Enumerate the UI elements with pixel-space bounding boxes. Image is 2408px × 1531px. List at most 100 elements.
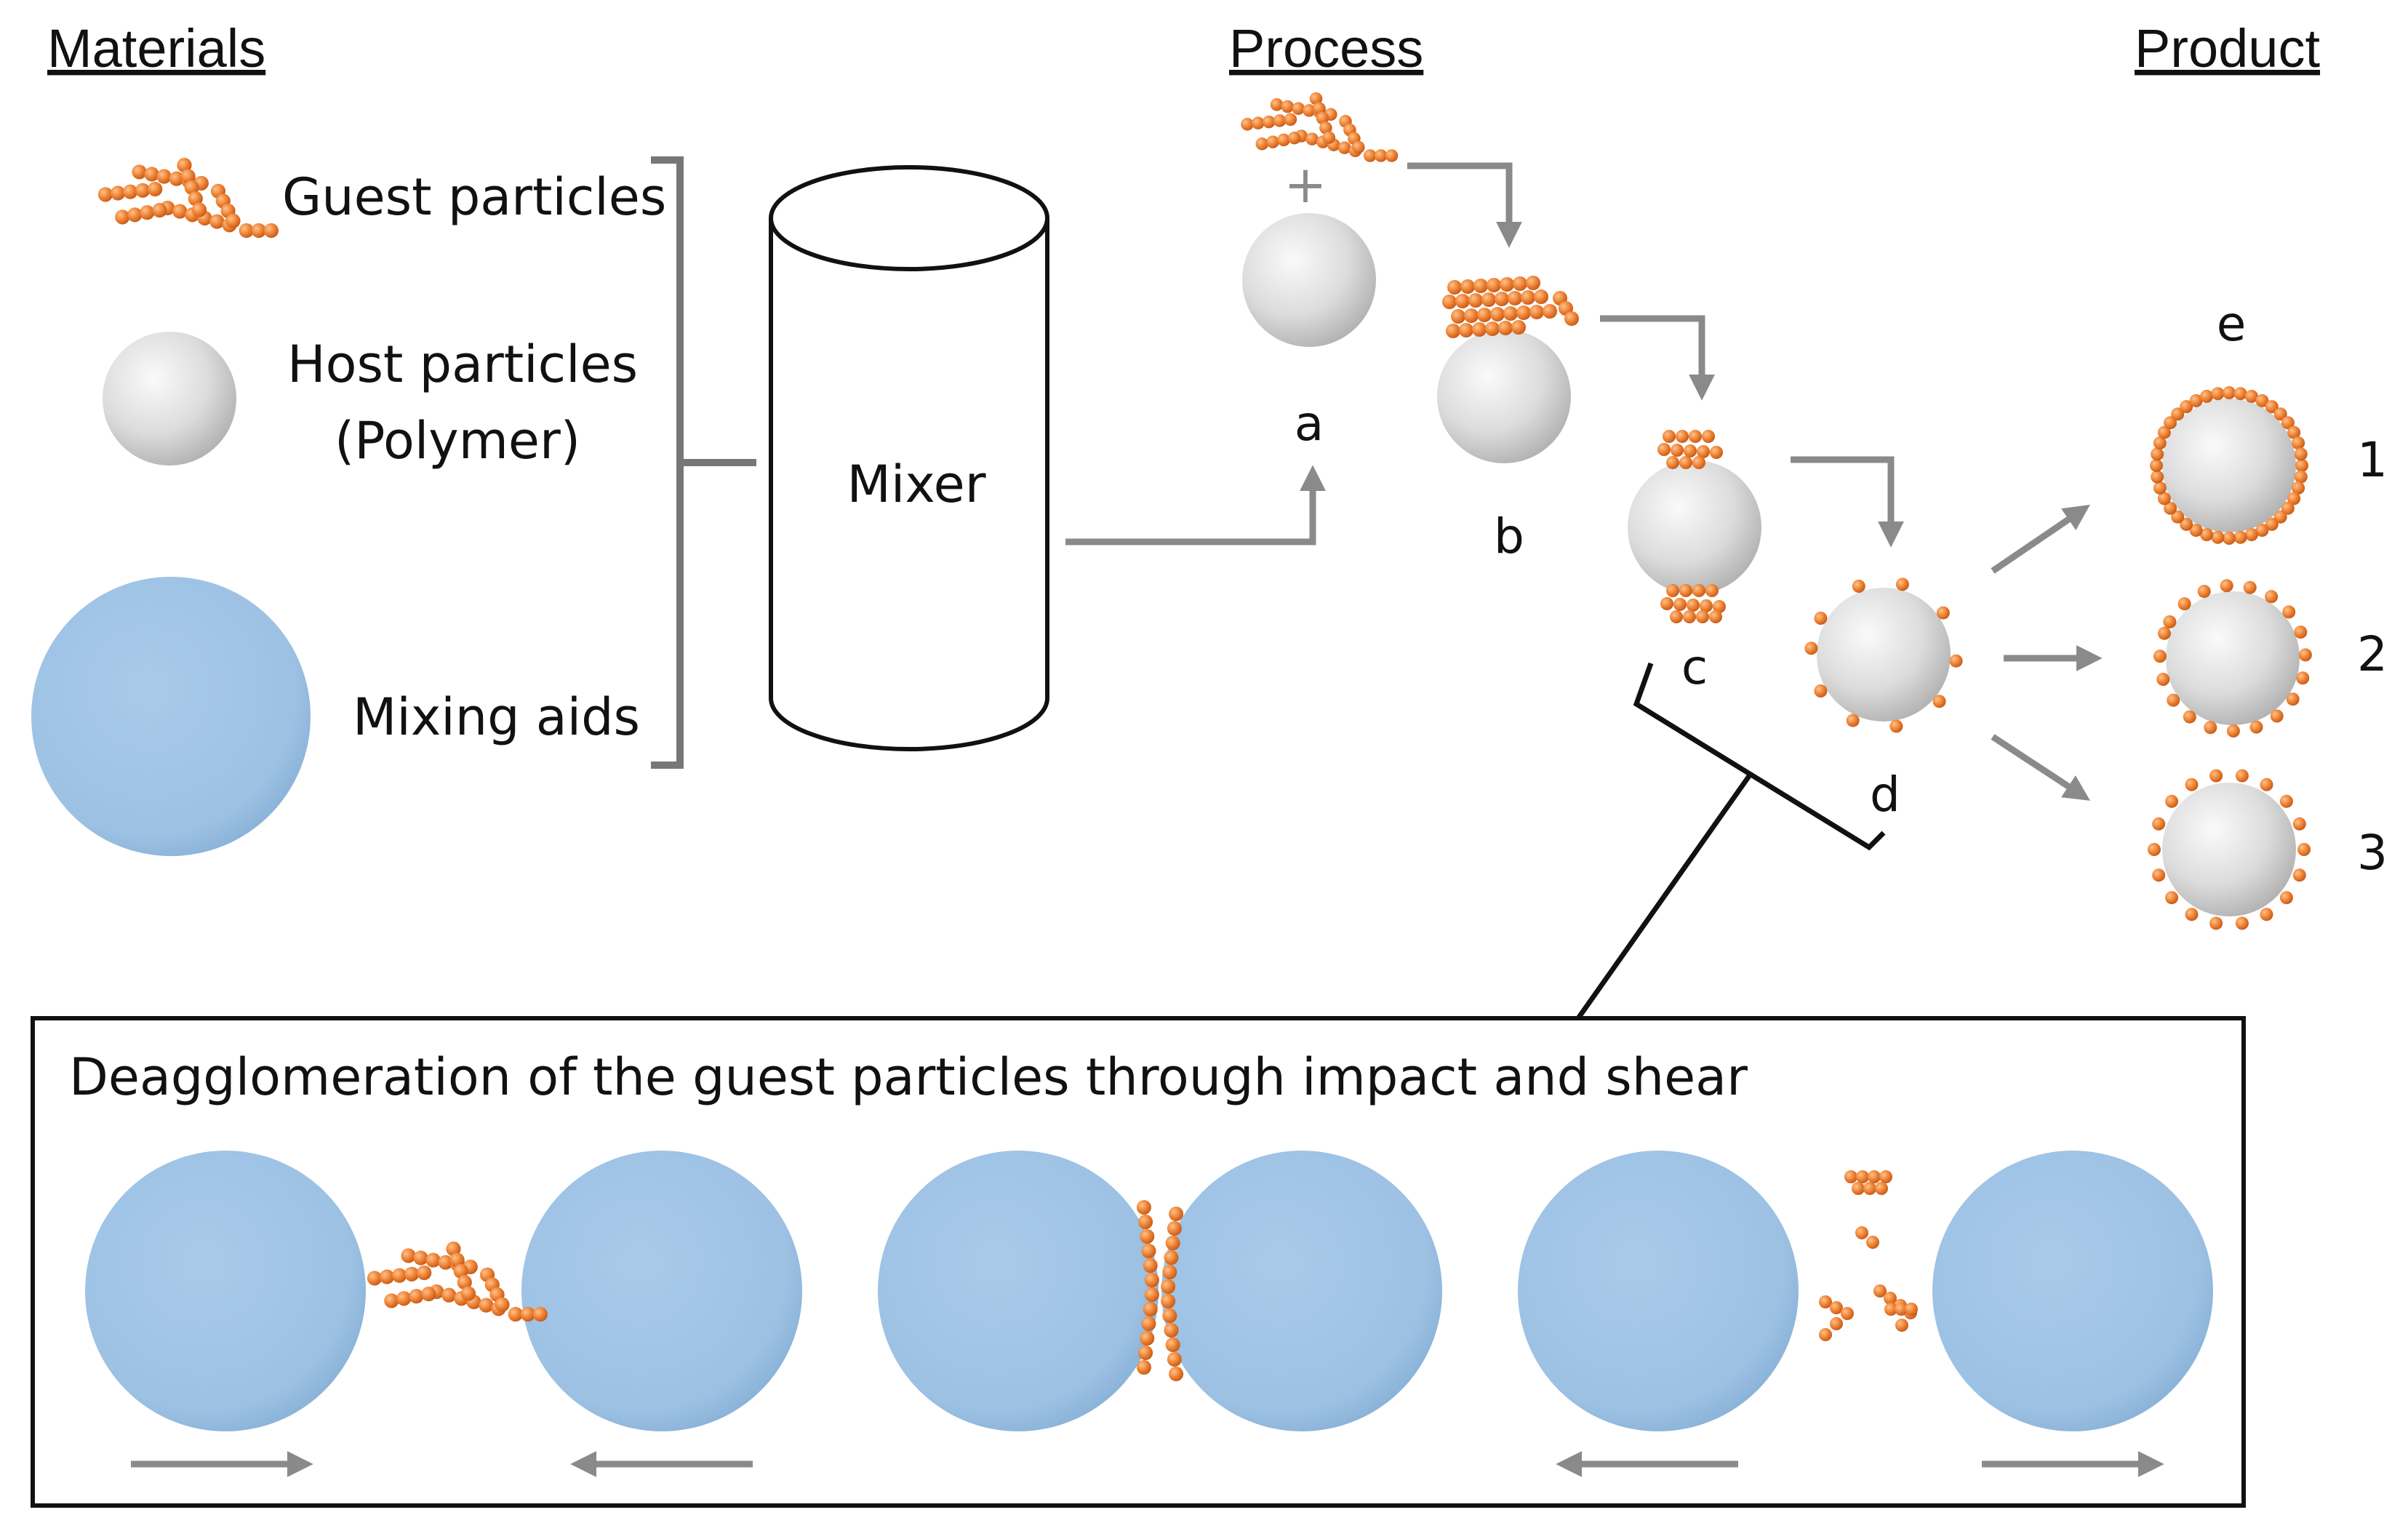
scene3-dispersed-guests-icon bbox=[1819, 1170, 1918, 1341]
product-1-host bbox=[2162, 399, 2296, 532]
guest-particle bbox=[1288, 131, 1301, 145]
guest-particle bbox=[1513, 276, 1527, 291]
guest-particle bbox=[2265, 590, 2279, 604]
guest-particle bbox=[1161, 1294, 1176, 1308]
guest-particle bbox=[2151, 470, 2164, 484]
guest-particle bbox=[111, 185, 126, 201]
guest-particle bbox=[135, 183, 151, 198]
guest-particle bbox=[1534, 289, 1548, 304]
guest-particle bbox=[1697, 445, 1710, 458]
step-label-d: d bbox=[1870, 767, 1900, 823]
guest-particle bbox=[1705, 584, 1719, 597]
guest-particle bbox=[1273, 114, 1287, 127]
guest-particle bbox=[2270, 709, 2284, 723]
guest-particle bbox=[2150, 459, 2163, 472]
mixing-aid-icon bbox=[31, 577, 311, 856]
guest-particle bbox=[97, 187, 113, 202]
guest-particle bbox=[2287, 425, 2301, 439]
guest-particle bbox=[1144, 1273, 1159, 1287]
guest-particle bbox=[1670, 610, 1683, 623]
guest-particle bbox=[1844, 1170, 1857, 1183]
arrow-to-product-1 bbox=[1991, 504, 2090, 574]
guest-particle bbox=[1841, 1307, 1854, 1320]
guest-particle bbox=[1875, 1182, 1888, 1195]
guest-particle bbox=[425, 1252, 441, 1268]
guest-particle bbox=[1138, 1215, 1153, 1229]
guest-particle bbox=[1846, 713, 1860, 727]
guest-particle bbox=[180, 169, 196, 184]
guest-particle bbox=[1819, 1295, 1832, 1308]
guest-particle bbox=[438, 1255, 453, 1270]
guest-particle bbox=[2163, 615, 2177, 628]
step-label-b: b bbox=[1494, 508, 1524, 564]
guest-particle bbox=[1936, 606, 1950, 620]
guest-particle bbox=[2292, 868, 2306, 882]
header-materials: Materials bbox=[47, 18, 265, 79]
guest-particle bbox=[2223, 532, 2236, 545]
guest-particle bbox=[1136, 1360, 1151, 1375]
guest-particle bbox=[1814, 612, 1828, 625]
guest-particle bbox=[2226, 724, 2240, 737]
guest-particle bbox=[2151, 447, 2164, 461]
guest-particle bbox=[127, 207, 143, 223]
guest-particle bbox=[263, 223, 279, 239]
guest-particle bbox=[1863, 1182, 1876, 1195]
guest-particle bbox=[2185, 778, 2199, 791]
guest-particle bbox=[2158, 626, 2171, 640]
guest-particle bbox=[1313, 102, 1326, 115]
guest-particle bbox=[2255, 393, 2269, 407]
guest-particle bbox=[2243, 580, 2257, 594]
guest-particle bbox=[1140, 1229, 1155, 1244]
guest-particle bbox=[1167, 1352, 1182, 1367]
guest-particle bbox=[132, 164, 147, 180]
guest-particle bbox=[1949, 654, 1963, 668]
step-a-guest-cluster-icon bbox=[1241, 92, 1399, 162]
guest-particle bbox=[413, 1250, 428, 1266]
guest-particle bbox=[2294, 447, 2308, 461]
guest-particle bbox=[2233, 530, 2247, 544]
guest-particle bbox=[2297, 843, 2311, 856]
guest-particle bbox=[1852, 1182, 1865, 1195]
guest-particle bbox=[1689, 430, 1702, 443]
guest-particle bbox=[457, 1275, 472, 1290]
guest-particle bbox=[1895, 577, 1909, 591]
guest-particle bbox=[2152, 868, 2166, 882]
guest-particle bbox=[1873, 1284, 1887, 1298]
guest-particle bbox=[1162, 1265, 1177, 1279]
arrow-c-to-d bbox=[1791, 456, 1904, 548]
guest-particle bbox=[1284, 113, 1297, 127]
guest-particle bbox=[177, 158, 192, 173]
guest-particle bbox=[1319, 121, 1332, 135]
product-1-monolayer-coating-icon bbox=[2150, 386, 2308, 545]
step-d-scattered-guests-icon bbox=[1804, 577, 1963, 733]
guest-particle bbox=[1309, 92, 1323, 105]
guest-particle bbox=[2294, 470, 2308, 484]
guest-particle-cluster-icon bbox=[97, 158, 279, 239]
guest-particle bbox=[1692, 584, 1705, 597]
guest-particle bbox=[1663, 430, 1676, 443]
guest-particle bbox=[2189, 393, 2203, 407]
guest-particle bbox=[441, 1287, 457, 1303]
guest-particle bbox=[1666, 456, 1679, 469]
guest-particle bbox=[446, 1242, 461, 1257]
guest-particle bbox=[2185, 908, 2199, 922]
guest-particle bbox=[2279, 794, 2293, 808]
guest-particle bbox=[1164, 1250, 1179, 1265]
guest-particle bbox=[1468, 293, 1483, 308]
host-particle-icon bbox=[103, 332, 236, 465]
guest-particle bbox=[1141, 1316, 1156, 1331]
guest-particle bbox=[1564, 311, 1579, 326]
guest-particle bbox=[2273, 510, 2287, 524]
guest-particle bbox=[1814, 684, 1828, 697]
guest-particle bbox=[1498, 321, 1513, 335]
guest-particle bbox=[2255, 524, 2269, 537]
guest-particle bbox=[1281, 100, 1295, 113]
guest-particle bbox=[1508, 291, 1522, 305]
guest-particle bbox=[1679, 584, 1692, 597]
guest-particle bbox=[1385, 149, 1399, 162]
guest-particle bbox=[156, 169, 172, 184]
mixer-cylinder: Mixer bbox=[769, 165, 1049, 751]
step-b-guest-agglomerate-icon bbox=[1442, 276, 1579, 338]
guest-particle bbox=[148, 181, 163, 197]
guest-particle bbox=[2157, 425, 2171, 439]
